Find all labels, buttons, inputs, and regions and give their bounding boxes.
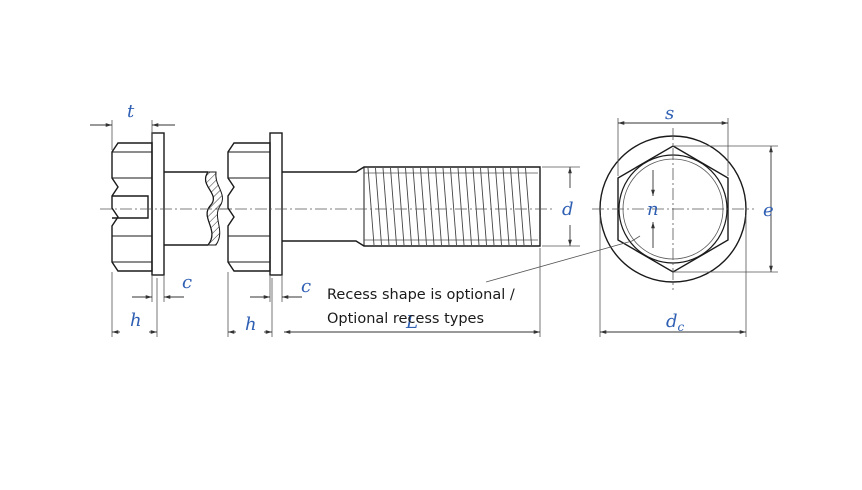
thread-line — [427, 167, 435, 246]
dim-dc: dc — [599, 215, 747, 337]
thread-line — [487, 167, 495, 246]
label-dc: dc — [666, 311, 685, 334]
label-d: d — [562, 199, 574, 220]
thread-line — [465, 167, 472, 246]
label-s: s — [665, 103, 674, 124]
thread-line — [472, 167, 480, 246]
label-t: t — [127, 101, 135, 122]
dim-t: t — [90, 101, 175, 150]
dim-c-left: c — [132, 272, 192, 302]
thread-line — [367, 167, 375, 246]
dim-d: d — [542, 166, 580, 247]
thread-line — [442, 167, 450, 246]
label-n: n — [647, 199, 659, 220]
thread-line — [495, 167, 502, 246]
note-line-1: Recess shape is optional / — [327, 287, 515, 303]
label-h-right: h — [245, 314, 257, 335]
thread-line — [435, 167, 442, 246]
left-head-view — [100, 132, 232, 276]
thread-line — [397, 167, 405, 246]
thread-line — [382, 167, 390, 246]
thread-line — [412, 167, 420, 246]
label-h-left: h — [130, 310, 142, 331]
dim-L: L — [284, 248, 541, 337]
dim-c-right: c — [250, 276, 311, 302]
dim-h-left: h — [111, 272, 158, 337]
dim-s: s — [617, 103, 729, 176]
label-dc-sub: c — [678, 320, 685, 334]
note-leader — [485, 235, 641, 283]
thread-line — [517, 167, 525, 246]
label-c-left: c — [182, 272, 192, 293]
thread-line — [420, 167, 427, 246]
thread-line — [390, 167, 397, 246]
thread-line — [375, 167, 382, 246]
thread-lines — [367, 167, 532, 246]
thread-line — [502, 167, 510, 246]
label-L: L — [405, 312, 418, 333]
thread-line — [510, 167, 517, 246]
dim-h-right: h — [227, 272, 273, 337]
thread-line — [405, 167, 412, 246]
label-dc-base: d — [666, 311, 678, 332]
thread-line — [457, 167, 465, 246]
dim-n: n — [647, 170, 659, 248]
bolt-side-view — [215, 132, 552, 276]
dim-e: e — [673, 145, 778, 273]
thread-line — [480, 167, 487, 246]
label-e: e — [763, 200, 774, 221]
end-view — [592, 128, 754, 290]
thread-line — [525, 167, 532, 246]
thread-line — [450, 167, 457, 246]
note-line-2: Optional recess types — [327, 311, 484, 327]
label-c-right: c — [301, 276, 311, 297]
